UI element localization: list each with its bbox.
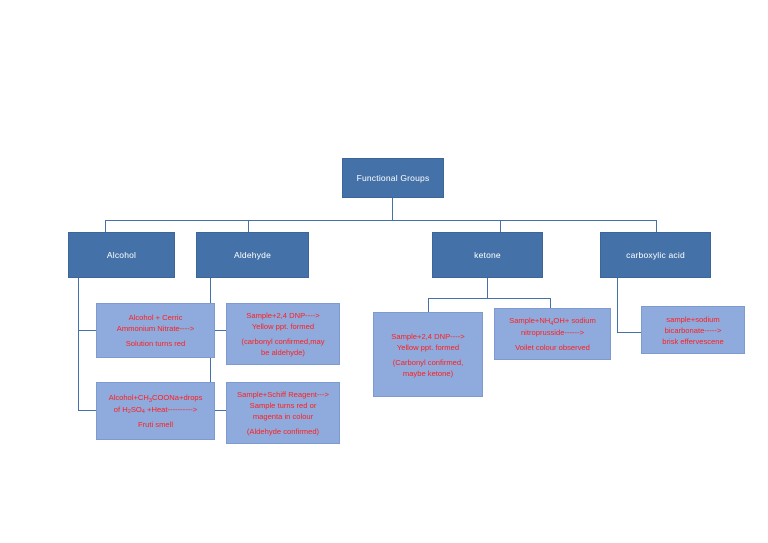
connector-ketone-drop-1	[428, 298, 429, 312]
detail-aldehyde-dnp[interactable]: Sample+2,4 DNP----> Yellow ppt. formed (ca…	[226, 303, 340, 365]
node-functional-groups[interactable]: Functional Groups	[342, 158, 444, 198]
connector-drop-alcohol	[105, 220, 106, 232]
node-functional-groups-label: Functional Groups	[356, 173, 430, 183]
detail-line: nitroprusside------>	[520, 327, 585, 337]
detail-line: Solution turns red	[125, 339, 186, 348]
connector-level1-bus	[105, 220, 656, 221]
detail-line: Alcohol+CH3COONa+drops	[108, 393, 203, 404]
detail-line: Sample+2,4 DNP---->	[391, 331, 465, 341]
detail-line: (Aldehyde confirmed)	[246, 427, 320, 436]
connector-ketone-bus	[428, 298, 550, 299]
detail-line: bicarbonate----->	[664, 325, 722, 335]
detail-line: Yellow ppt. formed	[251, 322, 315, 331]
connector-root-stem	[392, 198, 393, 220]
detail-line: Sample turns red or	[249, 401, 317, 410]
detail-line: magenta in colour	[252, 412, 314, 421]
connector-drop-aldehyde	[248, 220, 249, 232]
connector-carboxylic-spine	[617, 278, 618, 332]
detail-line: (Carbonyl confirmed,	[392, 357, 464, 367]
node-carboxylic-acid-label: carboxylic acid	[626, 250, 685, 260]
node-aldehyde-label: Aldehyde	[233, 250, 272, 260]
detail-ketone-dnp[interactable]: Sample+2,4 DNP---->Yellow ppt. formed (Ca…	[373, 312, 483, 397]
connector-ketone-drop-2	[550, 298, 551, 308]
connector-carboxylic-test-1	[617, 332, 641, 333]
detail-line: Yellow ppt. formed	[396, 342, 460, 352]
connector-drop-carboxylic-acid	[656, 220, 657, 232]
connector-aldehyde-test-1	[210, 330, 226, 331]
node-alcohol-label: Alcohol	[106, 250, 137, 260]
node-ketone[interactable]: ketone	[432, 232, 543, 278]
detail-line: Sample+2,4 DNP---->	[246, 311, 320, 320]
detail-aldehyde-schiff[interactable]: Sample+Schiff Reagent---> Sample turns re…	[226, 382, 340, 444]
detail-line: (carbonyl confirmed,may	[241, 337, 325, 346]
detail-line: Ammonium Nitrate---->	[116, 324, 195, 333]
detail-line: of H2SO4 +Heat---------->	[113, 404, 198, 416]
detail-line: Voilet colour observed	[515, 342, 590, 352]
detail-line: sample+sodium	[666, 314, 720, 324]
node-carboxylic-acid[interactable]: carboxylic acid	[600, 232, 711, 278]
detail-line: Alcohol + Cerric	[128, 313, 183, 322]
connector-aldehyde-test-2	[210, 410, 226, 411]
node-aldehyde[interactable]: Aldehyde	[196, 232, 309, 278]
connector-alcohol-test-1	[78, 330, 96, 331]
connector-alcohol-spine	[78, 278, 79, 410]
detail-line: maybe ketone)	[402, 368, 454, 378]
detail-line: Sample+NH4OH+ sodium	[509, 316, 596, 328]
connector-ketone-stem	[487, 278, 488, 298]
connector-drop-ketone	[500, 220, 501, 232]
connector-alcohol-test-2	[78, 410, 96, 411]
detail-line: be aldehyde)	[261, 348, 305, 357]
node-alcohol[interactable]: Alcohol	[68, 232, 175, 278]
detail-line: Fruti smell	[137, 419, 174, 429]
detail-line: brisk effervescene	[662, 336, 724, 346]
node-ketone-label: ketone	[474, 250, 501, 260]
detail-line: Sample+Schiff Reagent--->	[237, 390, 329, 399]
